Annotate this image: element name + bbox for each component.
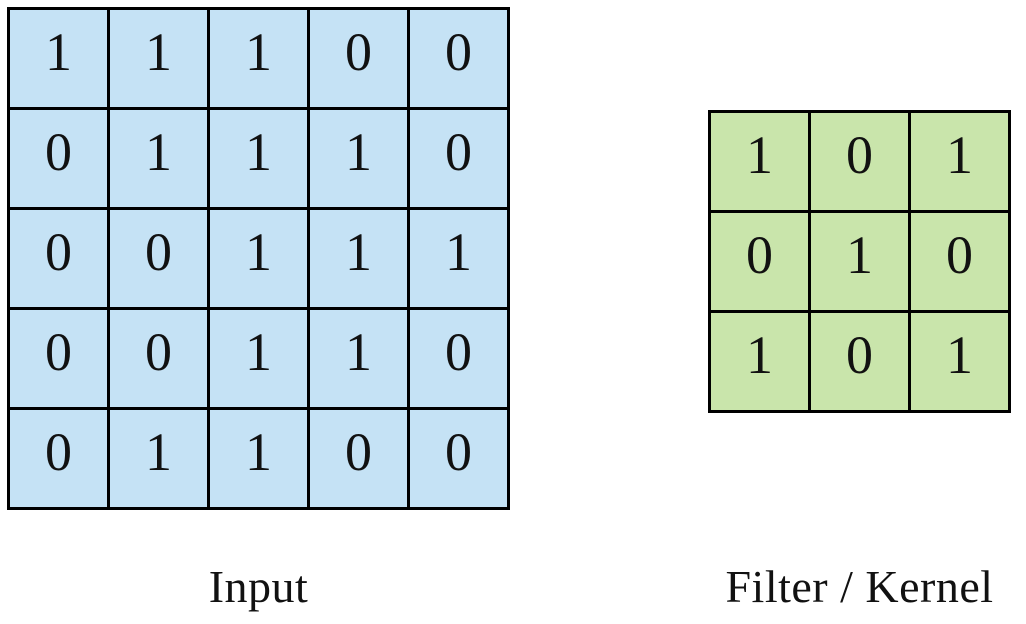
- filter-cell-r2c2: 1: [911, 313, 1008, 410]
- input-cell-r1c4: 0: [410, 110, 507, 207]
- input-matrix-label: Input: [208, 561, 309, 612]
- input-cell-r3c1: 0: [110, 310, 207, 407]
- filter-cell-r1c1: 1: [811, 213, 908, 310]
- input-cell-r2c3: 1: [310, 210, 407, 307]
- filter-cell-r2c1: 0: [811, 313, 908, 410]
- input-cell-r1c1: 1: [110, 110, 207, 207]
- input-cell-r1c0: 0: [10, 110, 107, 207]
- filter-cell-r0c0: 1: [711, 113, 808, 210]
- input-cell-r3c3: 1: [310, 310, 407, 407]
- input-cell-r0c3: 0: [310, 10, 407, 107]
- input-cell-r2c1: 0: [110, 210, 207, 307]
- filter-cell-r1c2: 0: [911, 213, 1008, 310]
- input-matrix: 1 1 1 0 0 0 1 1 1 0 0 0 1 1 1 0 0 1 1 0 …: [7, 7, 510, 510]
- input-cell-r0c2: 1: [210, 10, 307, 107]
- input-cell-r3c2: 1: [210, 310, 307, 407]
- input-cell-r3c0: 0: [10, 310, 107, 407]
- input-cell-r1c2: 1: [210, 110, 307, 207]
- input-cell-r2c0: 0: [10, 210, 107, 307]
- filter-kernel-matrix: 1 0 1 0 1 0 1 0 1: [708, 110, 1011, 413]
- filter-cell-r0c1: 0: [811, 113, 908, 210]
- input-cell-r0c4: 0: [410, 10, 507, 107]
- input-cell-r0c0: 1: [10, 10, 107, 107]
- input-cell-r1c3: 1: [310, 110, 407, 207]
- input-cell-r4c1: 1: [110, 410, 207, 507]
- input-cell-r4c0: 0: [10, 410, 107, 507]
- input-cell-r4c2: 1: [210, 410, 307, 507]
- input-cell-r4c4: 0: [410, 410, 507, 507]
- filter-kernel-label: Filter / Kernel: [725, 561, 994, 612]
- input-cell-r2c4: 1: [410, 210, 507, 307]
- input-cell-r2c2: 1: [210, 210, 307, 307]
- filter-cell-r1c0: 0: [711, 213, 808, 310]
- input-cell-r3c4: 0: [410, 310, 507, 407]
- filter-cell-r0c2: 1: [911, 113, 1008, 210]
- input-cell-r0c1: 1: [110, 10, 207, 107]
- filter-cell-r2c0: 1: [711, 313, 808, 410]
- input-cell-r4c3: 0: [310, 410, 407, 507]
